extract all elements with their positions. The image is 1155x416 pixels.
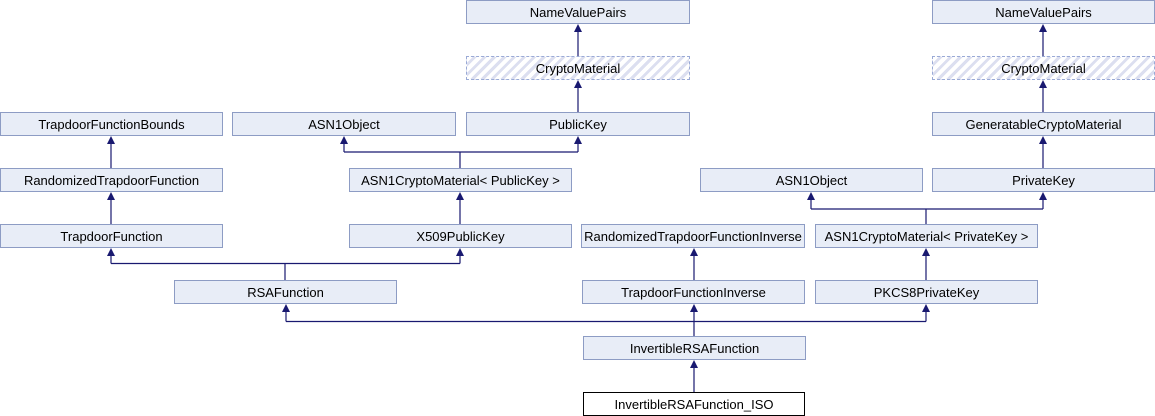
class-node-randomized-trapdoor-function[interactable]: RandomizedTrapdoorFunction — [0, 168, 223, 192]
class-node-randomized-trapdoor-function-inverse[interactable]: RandomizedTrapdoorFunctionInverse — [581, 224, 805, 248]
class-node-pkcs8-private-key[interactable]: PKCS8PrivateKey — [815, 280, 1038, 304]
class-node-x509-public-key[interactable]: X509PublicKey — [349, 224, 572, 248]
edge-arrowheads — [107, 24, 1047, 368]
edge-lines — [110, 32, 1044, 392]
class-node-private-key[interactable]: PrivateKey — [932, 168, 1155, 192]
class-node-crypto-material-left[interactable]: CryptoMaterial — [466, 56, 690, 80]
class-node-name-value-pairs-left[interactable]: NameValuePairs — [466, 0, 690, 24]
class-node-asn1object-left[interactable]: ASN1Object — [232, 112, 456, 136]
class-node-asn1-crypto-material-private-key[interactable]: ASN1CryptoMaterial< PrivateKey > — [815, 224, 1038, 248]
class-node-trapdoor-function[interactable]: TrapdoorFunction — [0, 224, 223, 248]
class-node-crypto-material-right[interactable]: CryptoMaterial — [932, 56, 1155, 80]
class-node-trapdoor-function-inverse[interactable]: TrapdoorFunctionInverse — [582, 280, 805, 304]
class-node-asn1object-right[interactable]: ASN1Object — [700, 168, 923, 192]
class-node-asn1-crypto-material-public-key[interactable]: ASN1CryptoMaterial< PublicKey > — [349, 168, 572, 192]
class-node-rsa-function[interactable]: RSAFunction — [174, 280, 397, 304]
class-node-public-key[interactable]: PublicKey — [466, 112, 690, 136]
class-node-name-value-pairs-right[interactable]: NameValuePairs — [932, 0, 1155, 24]
class-node-invertible-rsa-function-iso: InvertibleRSAFunction_ISO — [583, 392, 805, 416]
class-node-trapdoor-function-bounds[interactable]: TrapdoorFunctionBounds — [0, 112, 223, 136]
class-node-invertible-rsa-function[interactable]: InvertibleRSAFunction — [583, 336, 806, 360]
class-node-generatable-crypto-material[interactable]: GeneratableCryptoMaterial — [932, 112, 1155, 136]
